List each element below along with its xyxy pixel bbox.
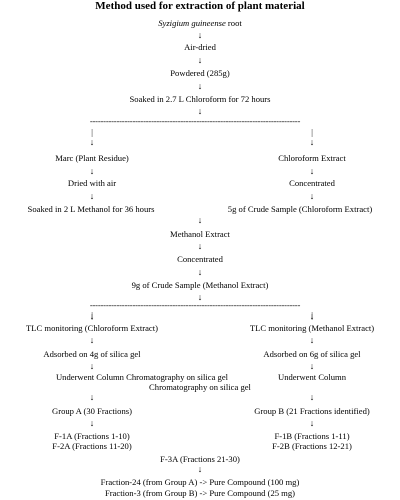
- arrow-down: ↓: [197, 106, 203, 116]
- arrow-down: ↓: [89, 166, 95, 176]
- node-adsorbed-4g: Adsorbed on 4g of silica gel: [43, 349, 141, 359]
- arrow-down: ↓: [197, 464, 203, 474]
- node-f2b: F-2B (Fractions 12-21): [272, 441, 352, 451]
- node-methanol-extract: Methanol Extract: [170, 229, 230, 239]
- node-column-right: Underwent Column: [277, 372, 347, 382]
- arrow-down: ↓: [197, 241, 203, 251]
- arrow-down: ↓: [89, 335, 95, 345]
- node-soaked-methanol: Soaked in 2 L Methanol for 36 hours: [27, 204, 155, 214]
- root-word: root: [225, 18, 242, 28]
- arrow-down: ↓: [89, 311, 95, 321]
- node-f3a: F-3A (Fractions 21-30): [160, 454, 240, 464]
- arrow-down: ↓: [309, 311, 315, 321]
- node-soaked-chloroform: Soaked in 2.7 L Chloroform for 72 hours: [129, 94, 271, 104]
- branch-bar: |: [311, 128, 313, 137]
- arrow-down: ↓: [309, 392, 315, 402]
- arrow-down: ↓: [197, 215, 203, 225]
- branch-bar: |: [91, 128, 93, 137]
- node-concentrated-left: Concentrated: [289, 178, 335, 188]
- arrow-down: ↓: [309, 166, 315, 176]
- arrow-down: ↓: [89, 361, 95, 371]
- node-concentrated-mid: Concentrated: [177, 254, 223, 264]
- arrow-down: ↓: [309, 361, 315, 371]
- dashed-divider: ----------------------------------------…: [89, 116, 301, 126]
- arrow-down: ↓: [89, 137, 95, 147]
- node-column-right-cont: Chromatography on silica gel: [149, 382, 251, 392]
- arrow-down: ↓: [197, 292, 203, 302]
- arrow-down: ↓: [197, 81, 203, 91]
- node-group-b: Group B (21 Fractions identified): [254, 406, 370, 416]
- branch-bar: |: [91, 311, 93, 320]
- node-crude-chloroform: 5g of Crude Sample (Chloroform Extract): [227, 204, 373, 214]
- node-result-1: Fraction-24 (from Group A) -> Pure Compo…: [100, 477, 300, 487]
- node-f2a: F-2A (Fractions 11-20): [52, 441, 132, 451]
- arrow-down: ↓: [197, 30, 203, 40]
- arrow-down: ↓: [197, 55, 203, 65]
- node-crude-methanol: 9g of Crude Sample (Methanol Extract): [131, 280, 269, 290]
- node-f1a: F-1A (Fractions 1-10): [54, 431, 130, 441]
- arrow-down: ↓: [89, 191, 95, 201]
- node-adsorbed-6g: Adsorbed on 6g of silica gel: [263, 349, 361, 359]
- diagram-title: Method used for extraction of plant mate…: [95, 0, 305, 12]
- node-group-a: Group A (30 Fractions): [52, 406, 132, 416]
- dashed-divider: ----------------------------------------…: [89, 300, 301, 310]
- arrow-down: ↓: [197, 267, 203, 277]
- node-root: Syzigium guineense root: [158, 18, 242, 28]
- node-result-2: Fraction-3 (from Group B) -> Pure Compou…: [104, 488, 296, 498]
- node-f1b: F-1B (Fractions 1-11): [274, 431, 350, 441]
- node-column-left: Underwent Column Chromatography on silic…: [55, 372, 229, 382]
- node-tlc-chloroform: TLC monitoring (Chloroform Extract): [26, 323, 158, 333]
- node-dried-with-air: Dried with air: [67, 178, 117, 188]
- node-marc: Marc (Plant Residue): [55, 153, 129, 163]
- arrow-down: ↓: [309, 137, 315, 147]
- arrow-down: ↓: [89, 392, 95, 402]
- node-tlc-methanol: TLC monitoring (Methanol Extract): [249, 323, 375, 333]
- arrow-down: ↓: [309, 191, 315, 201]
- node-chloroform-extract: Chloroform Extract: [278, 153, 346, 163]
- arrow-down: ↓: [309, 335, 315, 345]
- arrow-down: ↓: [309, 418, 315, 428]
- node-air-dried: Air-dried: [184, 42, 216, 52]
- branch-bar: |: [311, 311, 313, 320]
- arrow-down: ↓: [89, 418, 95, 428]
- species-name: Syzigium guineense: [158, 18, 226, 28]
- node-powdered: Powdered (285g): [170, 68, 230, 78]
